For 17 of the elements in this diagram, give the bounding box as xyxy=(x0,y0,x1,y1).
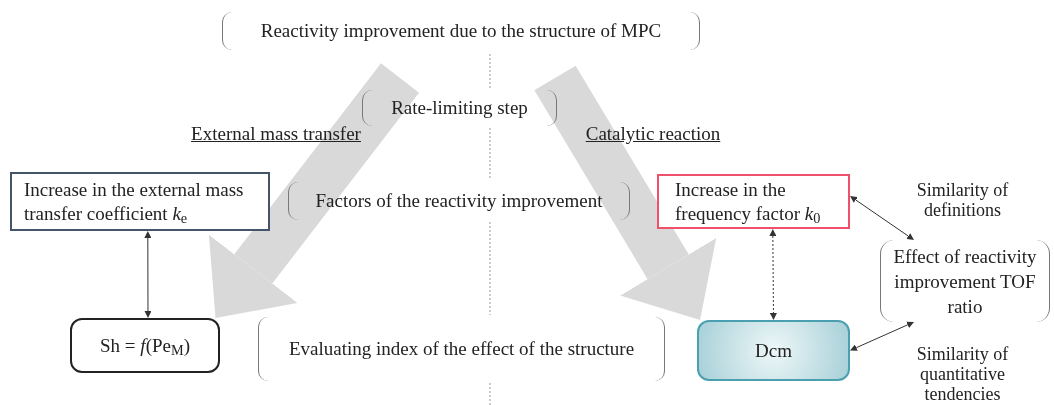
block-arrow xyxy=(534,65,717,320)
formula-box: Sh = f(Pe$_{M}$) xyxy=(70,318,220,373)
arrow xyxy=(850,321,914,351)
arrow xyxy=(144,231,152,318)
arrow xyxy=(850,196,914,240)
process-box: Increase in the frequency factor k$_{0}$ xyxy=(657,174,850,229)
bracketed-text: Factors of the reactivity improvement xyxy=(288,182,630,220)
process-box: Increase in the external mass transfer coefficient k$_{e}$ xyxy=(10,172,270,231)
bracketed-text: Rate-limiting step xyxy=(362,90,557,126)
heading-text: Catalytic reaction xyxy=(585,121,721,146)
arrow xyxy=(769,229,777,320)
bracketed-text: Evaluating index of the effect of the structure xyxy=(258,317,665,381)
process-box: Dcm xyxy=(697,320,850,381)
block-arrow xyxy=(208,63,420,318)
heading-text: External mass transfer xyxy=(191,121,361,146)
bracketed-text: Effect of reactivity improvement TOF ratio xyxy=(880,240,1050,322)
bracketed-text: Reactivity improvement due to the structure of MPC xyxy=(222,12,700,50)
